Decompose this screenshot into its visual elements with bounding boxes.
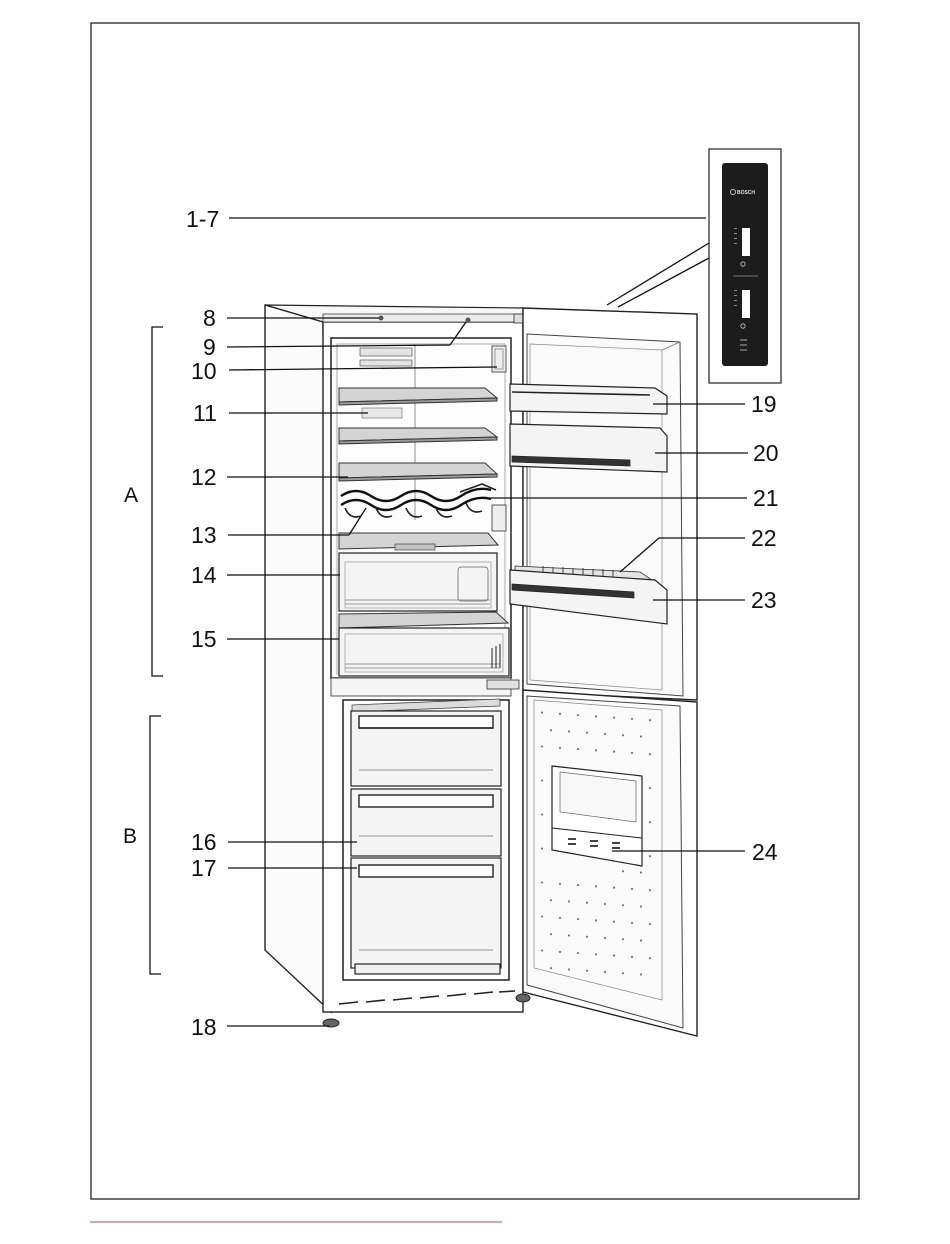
door-dot <box>541 813 543 815</box>
door-dot <box>622 904 624 906</box>
door-dot <box>595 919 597 921</box>
door-dot <box>649 753 651 755</box>
door-dot <box>559 747 561 749</box>
door-dot <box>550 933 552 935</box>
door-dot <box>568 968 570 970</box>
callout-13: 13 <box>191 522 217 548</box>
freezer-door <box>523 690 697 1036</box>
door-dot <box>649 957 651 959</box>
door-dot <box>586 732 588 734</box>
door-dot <box>631 888 633 890</box>
door-dot <box>541 847 543 849</box>
door-dot <box>559 883 561 885</box>
door-dot <box>559 917 561 919</box>
door-dot <box>541 711 543 713</box>
section-bracket-a <box>152 327 163 676</box>
callout-24: 24 <box>752 839 778 865</box>
door-dot <box>568 900 570 902</box>
callout-20: 20 <box>753 440 779 466</box>
door-dot <box>640 871 642 873</box>
callout-9: 9 <box>203 334 216 360</box>
door-dot <box>586 970 588 972</box>
door-dot <box>577 952 579 954</box>
door-dot <box>649 855 651 857</box>
door-dot <box>577 714 579 716</box>
door-dot <box>541 915 543 917</box>
door-dot <box>550 899 552 901</box>
callout-12: 12 <box>191 464 217 490</box>
door-dot <box>649 923 651 925</box>
callout-14: 14 <box>191 562 217 588</box>
door-dot <box>613 717 615 719</box>
adjustable-foot <box>516 994 530 1002</box>
door-dot <box>631 752 633 754</box>
door-dot <box>622 938 624 940</box>
door-dot <box>586 902 588 904</box>
door-dot <box>550 967 552 969</box>
door-dot <box>622 734 624 736</box>
door-dot <box>604 971 606 973</box>
door-dot <box>631 922 633 924</box>
door-dot <box>649 821 651 823</box>
door-dot <box>649 719 651 721</box>
callout-23: 23 <box>751 587 777 613</box>
door-dot <box>541 779 543 781</box>
fridge-temp-display <box>742 228 750 256</box>
door-dot <box>649 889 651 891</box>
callout-19: 19 <box>751 391 777 417</box>
door-dot <box>640 939 642 941</box>
callout-1-7: 1-7 <box>186 206 219 232</box>
door-dot <box>649 787 651 789</box>
door-dot <box>577 884 579 886</box>
panel-brand: BOSCH <box>737 190 755 196</box>
door-dot <box>613 955 615 957</box>
door-dot <box>631 718 633 720</box>
callout-21: 21 <box>753 485 779 511</box>
door-dot <box>541 881 543 883</box>
door-dot <box>541 949 543 951</box>
door-dot <box>595 749 597 751</box>
callout-16: 16 <box>191 829 217 855</box>
door-dot <box>577 748 579 750</box>
door-dot <box>622 972 624 974</box>
control-panel-inset: BOSCH <box>709 149 781 383</box>
door-dot <box>595 953 597 955</box>
callout-17: 17 <box>191 855 217 881</box>
callout-15: 15 <box>191 626 217 652</box>
door-dot <box>604 733 606 735</box>
door-dot <box>559 713 561 715</box>
door-dot <box>550 729 552 731</box>
callout-18: 18 <box>191 1014 217 1040</box>
door-dot <box>568 730 570 732</box>
section-bracket-b <box>150 716 161 974</box>
callout-11: 11 <box>193 400 217 426</box>
door-dot <box>640 735 642 737</box>
door-dot <box>604 937 606 939</box>
door-dot <box>541 745 543 747</box>
callout-8: 8 <box>203 305 216 331</box>
section-label-b: B <box>123 825 137 848</box>
door-dot <box>595 715 597 717</box>
fridge-door <box>510 308 697 700</box>
door-dot <box>622 870 624 872</box>
door-dot <box>613 921 615 923</box>
callout-10: 10 <box>191 358 217 384</box>
door-dot <box>640 905 642 907</box>
door-dot <box>568 934 570 936</box>
door-dot <box>586 936 588 938</box>
door-dot <box>577 918 579 920</box>
door-dot <box>595 885 597 887</box>
door-dot <box>559 951 561 953</box>
callout-22: 22 <box>751 525 777 551</box>
door-dot <box>640 973 642 975</box>
door-dot <box>631 956 633 958</box>
door-dot <box>604 903 606 905</box>
freezer-temp-display <box>742 290 750 318</box>
door-dot <box>613 751 615 753</box>
door-dot <box>613 887 615 889</box>
section-label-a: A <box>124 484 138 507</box>
